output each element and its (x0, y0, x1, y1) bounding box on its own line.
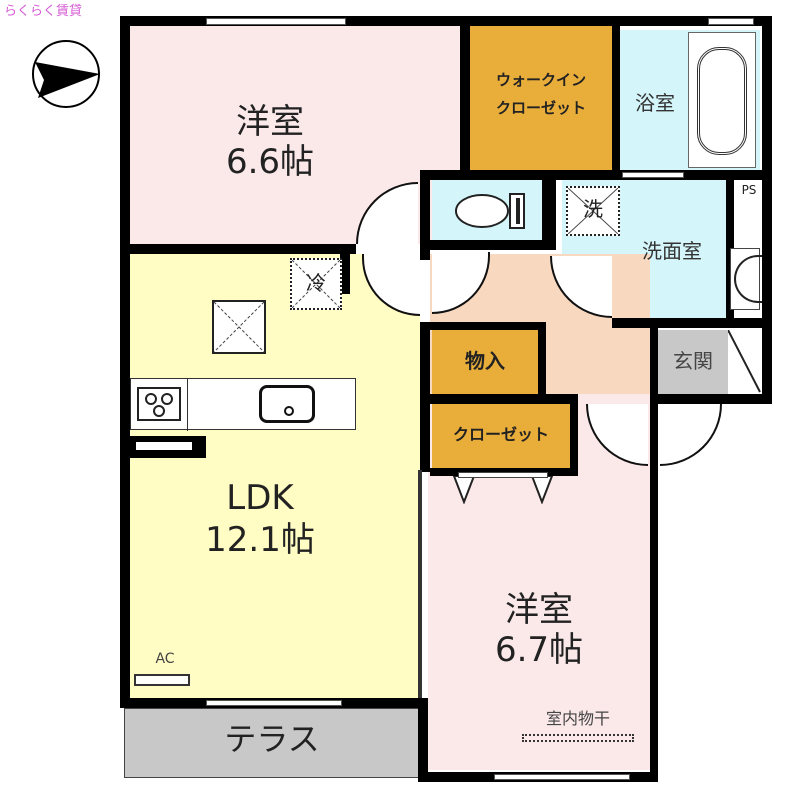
washbasin-icon (730, 248, 762, 310)
washer-icon: 洗 (566, 186, 620, 236)
bathtub-icon (688, 32, 756, 168)
toilet-icon (455, 193, 525, 229)
ps-box: PS (736, 180, 762, 206)
north-arrow-icon (32, 40, 100, 108)
ldk-area (130, 254, 420, 698)
window-ldk (206, 700, 342, 706)
ac-unit (134, 674, 190, 686)
closet-label: クローゼット (452, 425, 549, 444)
entrance-label: 玄関 (673, 349, 713, 373)
kitchen-counter (130, 378, 356, 431)
bedroom1-size: 6.6帖 (225, 142, 315, 182)
watermark-logo: らくらく賃貸 (4, 4, 83, 19)
window-washroom (622, 172, 684, 178)
bedroom2-label: 洋室 (505, 590, 573, 630)
closet-door-icon (452, 476, 554, 504)
window-bedroom2 (494, 774, 630, 780)
bath-label: 浴室 (635, 91, 675, 115)
bedroom1-label: 洋室 (236, 102, 304, 142)
storage-area (432, 330, 538, 394)
washroom-label: 洗面室 (642, 239, 702, 263)
window-bath (708, 18, 754, 25)
ac-label: AC (155, 651, 175, 667)
sink-icon (259, 385, 315, 423)
ldk-label: LDK (226, 478, 294, 518)
window-bedroom1 (206, 18, 346, 25)
fridge-icon: 冷 (290, 258, 342, 310)
storage-label: 物入 (465, 349, 505, 373)
terrace-label: テラス (224, 720, 320, 758)
drying-label: 室内物干 (545, 709, 610, 728)
entrance-area (658, 330, 728, 396)
walkin-label-1: ウォークイン (495, 71, 586, 89)
closet-area-fg (432, 404, 570, 470)
stove-icon (137, 387, 181, 421)
indoor-drying-rod (522, 734, 634, 742)
shoe-cabinet-icon (728, 330, 762, 394)
ceiling-vent-icon (212, 300, 266, 354)
walkin-label-2: クローゼット (495, 99, 586, 117)
ldk-size: 12.1帖 (205, 520, 315, 560)
walkin-closet-area (470, 26, 612, 170)
terrace-area (124, 708, 420, 778)
bedroom2-size: 6.7帖 (494, 630, 584, 670)
door-entrance[interactable] (660, 404, 722, 466)
